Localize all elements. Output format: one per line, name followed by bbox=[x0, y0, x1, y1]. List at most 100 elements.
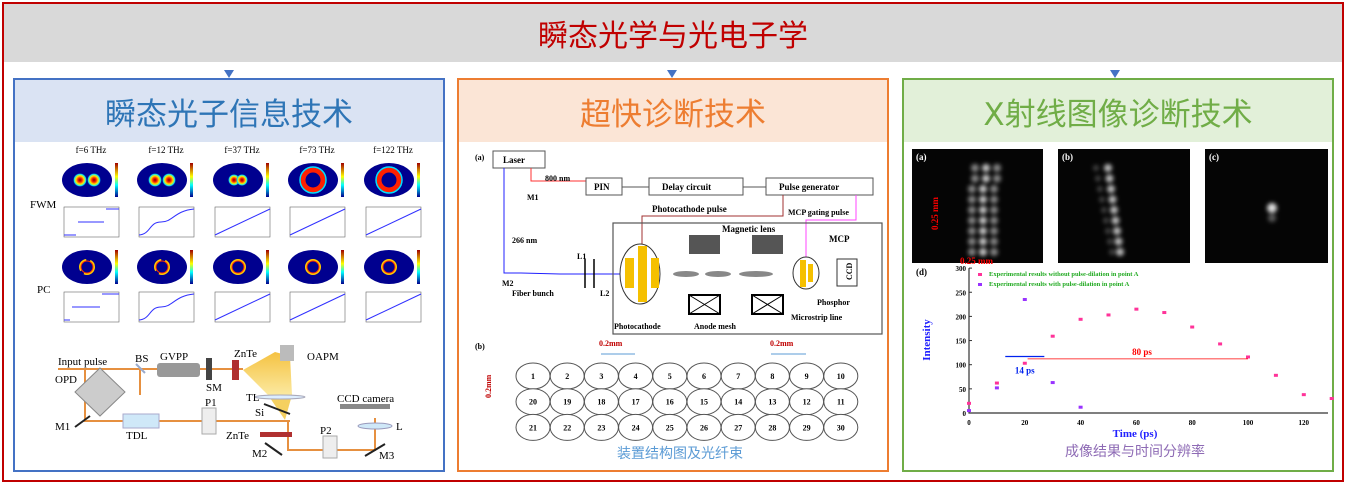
colorbar bbox=[341, 163, 344, 197]
fwhm-label-14ps: 14 ps bbox=[1015, 365, 1035, 375]
connector-arrows bbox=[224, 70, 1120, 78]
data-point bbox=[1022, 361, 1027, 365]
x-tick-label: 120 bbox=[1299, 419, 1310, 427]
frequency-label: f=12 THz bbox=[148, 145, 183, 155]
fiber-number: 24 bbox=[632, 423, 640, 432]
label-sm: SM bbox=[206, 382, 222, 394]
data-point bbox=[1050, 334, 1055, 338]
panel-ultrafast-diagnostics: 超快诊断技术 bbox=[457, 78, 889, 472]
label-p2: P2 bbox=[320, 425, 332, 437]
phase-plot bbox=[138, 291, 195, 323]
main-title: 瞬态光学与光电子学 bbox=[4, 4, 1342, 62]
x-tick-label: 60 bbox=[1133, 419, 1141, 427]
data-point bbox=[994, 386, 999, 390]
label-tdl: TDL bbox=[126, 430, 148, 442]
frequency-label: f=6 THz bbox=[76, 145, 107, 155]
label-l1: L1 bbox=[577, 252, 586, 261]
fiber-number: 23 bbox=[597, 423, 605, 432]
mode-intensity-map bbox=[288, 250, 338, 284]
arrow-down-icon bbox=[224, 70, 234, 78]
mode-intensity-map bbox=[364, 250, 414, 284]
colorbar bbox=[115, 250, 118, 284]
data-point bbox=[1022, 297, 1027, 301]
data-point bbox=[967, 409, 971, 413]
mode-intensity-map bbox=[288, 163, 338, 197]
label-m3: M3 bbox=[379, 450, 395, 462]
label-input-pulse: Input pulse bbox=[58, 356, 107, 368]
legend-entry: Experimental results with pulse-dilation… bbox=[989, 281, 1130, 288]
label-266nm: 266 nm bbox=[512, 236, 537, 245]
pin-label: PIN bbox=[594, 182, 610, 192]
panel2-caption: 装置结构图及光纤束 bbox=[617, 446, 743, 462]
dim-label: 0.2mm bbox=[770, 339, 794, 348]
mcp-gating-label: MCP gating pulse bbox=[788, 208, 849, 217]
label-b: (b) bbox=[475, 342, 485, 351]
fiber-number: 29 bbox=[803, 423, 811, 432]
mcp-label: MCP bbox=[829, 234, 850, 244]
label-m2: M2 bbox=[502, 279, 514, 288]
label-znte: ZnTe bbox=[234, 348, 257, 360]
xray-images: (a) (b) (c) 0.25 mm 0.25 mm bbox=[912, 149, 1328, 266]
colorbar bbox=[341, 250, 344, 284]
panel-xray-imaging: X射线图像诊断技术 bbox=[902, 78, 1334, 472]
fiber-number: 19 bbox=[563, 398, 571, 407]
fiber-number: 20 bbox=[529, 398, 537, 407]
label-p1: P1 bbox=[205, 397, 217, 409]
label-a: (a) bbox=[475, 153, 485, 162]
x-tick-label: 80 bbox=[1189, 419, 1197, 427]
data-point bbox=[1078, 405, 1083, 409]
colorbar bbox=[417, 250, 420, 284]
label-l2: L2 bbox=[600, 289, 609, 298]
colorbar bbox=[417, 163, 420, 197]
panel-title: 瞬态光子信息技术 bbox=[15, 80, 443, 142]
phase-curve bbox=[214, 208, 271, 236]
laser-box bbox=[492, 150, 546, 169]
y-tick-label: 300 bbox=[956, 265, 967, 273]
fiber-number: 28 bbox=[768, 423, 776, 432]
scale-label-vertical: 0.25 mm bbox=[930, 197, 940, 230]
label-si: Si bbox=[255, 407, 264, 419]
phase-curve bbox=[289, 208, 346, 236]
y-axis-label: Intensity bbox=[921, 319, 933, 361]
phase-curve bbox=[365, 208, 422, 236]
label-800nm: 800 nm bbox=[545, 174, 570, 183]
mode-intensity-map bbox=[364, 163, 414, 197]
fit-curve bbox=[969, 299, 1081, 410]
phase-curve bbox=[365, 293, 422, 321]
fwhm-label-80ps: 80 ps bbox=[1132, 347, 1152, 357]
colorbar bbox=[115, 163, 118, 197]
fiber-number: 14 bbox=[734, 398, 742, 407]
row-label-fwm: FWM bbox=[30, 199, 57, 211]
microstrip-label: Microstrip line bbox=[791, 313, 843, 322]
legend-marker bbox=[978, 283, 982, 286]
thz-setup: Input pulse BS GVPP SM ZnTe OAPM TL CCD … bbox=[55, 345, 403, 462]
photocathode-pulse-label: Photocathode pulse bbox=[652, 204, 727, 214]
label-m2: M2 bbox=[252, 448, 267, 460]
delay-circuit-label: Delay circuit bbox=[662, 182, 711, 192]
phase-curve bbox=[289, 293, 346, 321]
fiber-number: 2 bbox=[565, 372, 569, 381]
fiber-bunch-label: Fiber bunch bbox=[512, 289, 554, 298]
label-tl: TL bbox=[246, 392, 260, 404]
streak-camera-schematic: (a) Laser 800 nm M1 PIN Delay circuit Pu… bbox=[475, 150, 883, 398]
fiber-number: 3 bbox=[599, 372, 603, 381]
label-znte-2: ZnTe bbox=[226, 430, 249, 442]
scale-label-horizontal: 0.25 mm bbox=[960, 256, 993, 266]
frequency-label: f=37 THz bbox=[224, 145, 259, 155]
phase-plot bbox=[138, 206, 195, 238]
data-point bbox=[1329, 397, 1334, 401]
dim-label-vertical: 0.2mm bbox=[484, 374, 493, 398]
data-point bbox=[1273, 373, 1278, 377]
x-tick-label: 100 bbox=[1243, 419, 1254, 427]
y-tick-label: 50 bbox=[959, 386, 967, 394]
label-m1: M1 bbox=[527, 193, 539, 202]
x-tick-label: 20 bbox=[1021, 419, 1029, 427]
legend-marker bbox=[978, 273, 982, 276]
image-label-b: (b) bbox=[1062, 152, 1073, 162]
label-m1: M1 bbox=[55, 421, 70, 433]
fiber-number: 26 bbox=[700, 423, 708, 432]
panel-photon-info: 瞬态光子信息技术 bbox=[13, 78, 445, 472]
dim-label: 0.2mm bbox=[599, 339, 623, 348]
panel3-caption: 成像结果与时间分辨率 bbox=[1065, 443, 1205, 460]
